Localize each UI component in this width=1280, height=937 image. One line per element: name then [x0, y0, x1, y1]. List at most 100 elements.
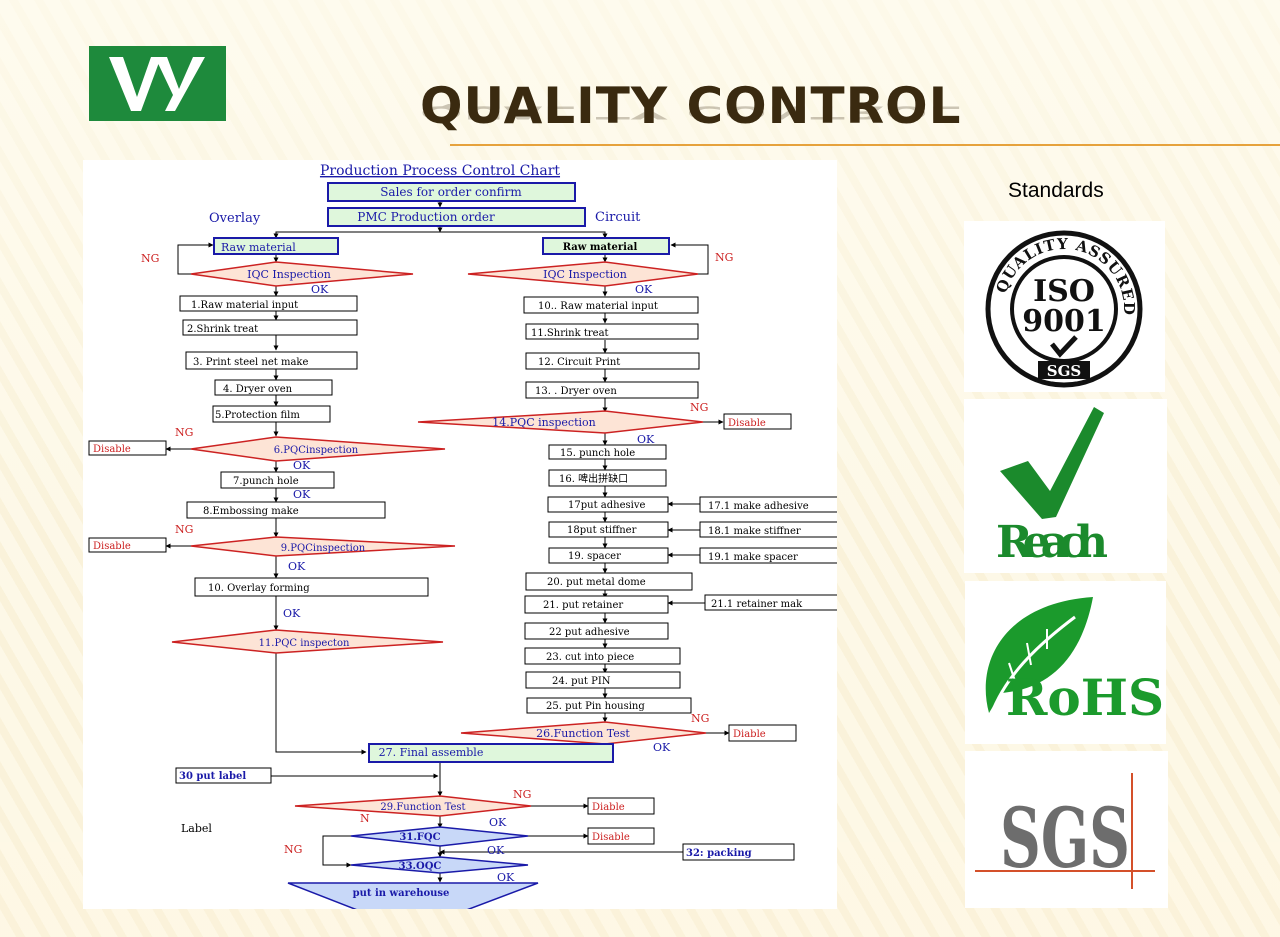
ng-marker: NG [175, 426, 193, 439]
sgs-logo-icon: SGS [975, 773, 1155, 889]
iqc-right-label: IQC Inspection [543, 268, 627, 281]
sales-label: Sales for order confirm [380, 185, 522, 199]
rohs-badge: RoHS [965, 581, 1166, 744]
page-title: QUALITY CONTROL [420, 77, 962, 135]
left-step-boxes [179, 295, 429, 597]
ok-marker: OK [283, 607, 301, 620]
chart-title: Production Process Control Chart [320, 163, 560, 179]
reach-text: Reach [996, 517, 1108, 568]
right-step-13: 13. . Dryer oven [535, 386, 617, 397]
right-step-22: 22 put adhesive [549, 627, 630, 638]
right-step-17: 17put adhesive [568, 500, 645, 511]
ng-marker: NG [690, 401, 708, 414]
company-logo: VY [89, 46, 226, 121]
side-step-19-1: 19.1 make spacer [708, 552, 798, 563]
left-step-5: 5.Protection film [215, 410, 300, 421]
func29-label: 29.Function Test [380, 802, 465, 813]
left-step-2: 2.Shrink treat [187, 324, 258, 335]
process-flowchart: Production Process Control Chart Sales f… [88, 163, 837, 909]
oqc33-diamond [350, 856, 529, 874]
func26-diamond [460, 721, 707, 745]
check-mark-icon [1050, 335, 1078, 358]
pqc11-diamond [171, 629, 444, 654]
ok-marker: OK [637, 433, 655, 446]
left-step-labels: 1.Raw material input 2.Shrink treat 3. P… [187, 300, 310, 594]
iqc-left-label: IQC Inspection [247, 268, 331, 281]
ng-marker: NG [715, 251, 733, 264]
title-rule [450, 144, 1280, 146]
right-step-19: 19. spacer [568, 551, 621, 562]
right-step-15: 15. punch hole [560, 448, 635, 459]
packing-label: 32: packing [686, 848, 752, 859]
iso9001-badge: QUALITY ASSURED FIRM ISO 9001 SGS [955, 207, 1165, 392]
ok-marker: OK [653, 741, 671, 754]
pmc-box [327, 207, 586, 227]
ng-marker: NG [141, 252, 159, 265]
iso-number: 9001 [1022, 304, 1106, 339]
rohs-text: RoHS [1006, 668, 1164, 727]
logo-text: VY [103, 53, 105, 54]
oqc33-label: 33.OQC [399, 861, 442, 872]
raw-material-left-box [213, 237, 339, 255]
logo-mark: VY [103, 53, 205, 111]
circuit-heading: Circuit [595, 210, 641, 225]
diable-label: Diable [592, 802, 625, 813]
sgs-text: SGS [1000, 791, 1130, 887]
side-step-18-1: 18.1 make stiffner [708, 526, 801, 537]
warehouse-label: put in warehouse [353, 888, 450, 899]
raw-material-right-box [542, 237, 670, 255]
left-step-3: 3. Print steel net make [193, 357, 308, 368]
right-step-16: 16. 啤出拼缺口 [559, 472, 628, 485]
iso-sgs-text: SGS [1047, 362, 1081, 380]
process-chart-panel: Production Process Control Chart Sales f… [83, 160, 837, 909]
ng-marker: NG [513, 788, 531, 801]
left-step-8: 8.Embossing make [203, 506, 299, 517]
right-step-12: 12. Circuit Print [538, 357, 620, 368]
ok-marker: OK [489, 816, 507, 829]
ok-marker: OK [293, 459, 311, 472]
right-step-25: 25. put Pin housing [546, 701, 645, 712]
right-step-11: 11.Shrink treat [531, 328, 609, 339]
rohs-leaf-icon: RoHS [985, 597, 1164, 727]
left-step-1: 1.Raw material input [191, 300, 298, 311]
ok-marker: OK [635, 283, 653, 296]
pqc14-diamond [417, 410, 704, 434]
iqc-left-diamond [190, 261, 414, 287]
ng-marker: NG [284, 843, 302, 856]
disable-boxes [88, 413, 797, 845]
pmc-label: PMC Production order [357, 210, 495, 224]
disable-label: Disable [93, 541, 131, 552]
side-step-21-1: 21.1 retainer mak [711, 599, 803, 610]
pqc14-label: 14.PQC inspection [492, 416, 595, 429]
put-label-label: 30 put label [179, 771, 246, 782]
pqc9-diamond [190, 536, 456, 557]
pqc11-label: 11.PQC inspecton [259, 638, 350, 649]
left-step-10: 10. Overlay forming [208, 583, 310, 594]
func26-label: 26.Function Test [536, 727, 630, 740]
final-assemble-label: 27. Final assemble [379, 746, 484, 759]
ok-marker: OK [293, 488, 311, 501]
right-step-labels: 10.. Raw material input 11.Shrink treat … [531, 301, 809, 712]
disable-labels: Disable Disable Disable Diable Diable Di… [93, 418, 766, 843]
left-step-4: 4. Dryer oven [223, 384, 293, 395]
overlay-heading: Overlay [209, 211, 261, 226]
n-marker: N [360, 812, 370, 825]
reach-badge: Reach [964, 399, 1167, 573]
raw-material-left-label: Raw material [221, 241, 296, 254]
right-step-21: 21. put retainer [543, 600, 623, 611]
diable-label: Diable [733, 729, 766, 740]
ok-marker: OK [487, 844, 505, 857]
final-assemble-box [368, 743, 614, 763]
func29-diamond [294, 795, 532, 817]
side-step-17-1: 17.1 make adhesive [708, 501, 809, 512]
right-step-20: 20. put metal dome [547, 577, 646, 588]
pqc6-diamond [190, 436, 446, 462]
right-step-24: 24. put PIN [552, 676, 611, 687]
packing-box [682, 843, 795, 861]
right-step-10: 10.. Raw material input [538, 301, 658, 312]
ng-marker: NG [175, 523, 193, 536]
ng-marker: NG [691, 712, 709, 725]
label-note: Label [181, 822, 212, 835]
right-step-18: 18put stiffner [567, 525, 637, 536]
reach-check-icon: Reach [996, 407, 1108, 568]
